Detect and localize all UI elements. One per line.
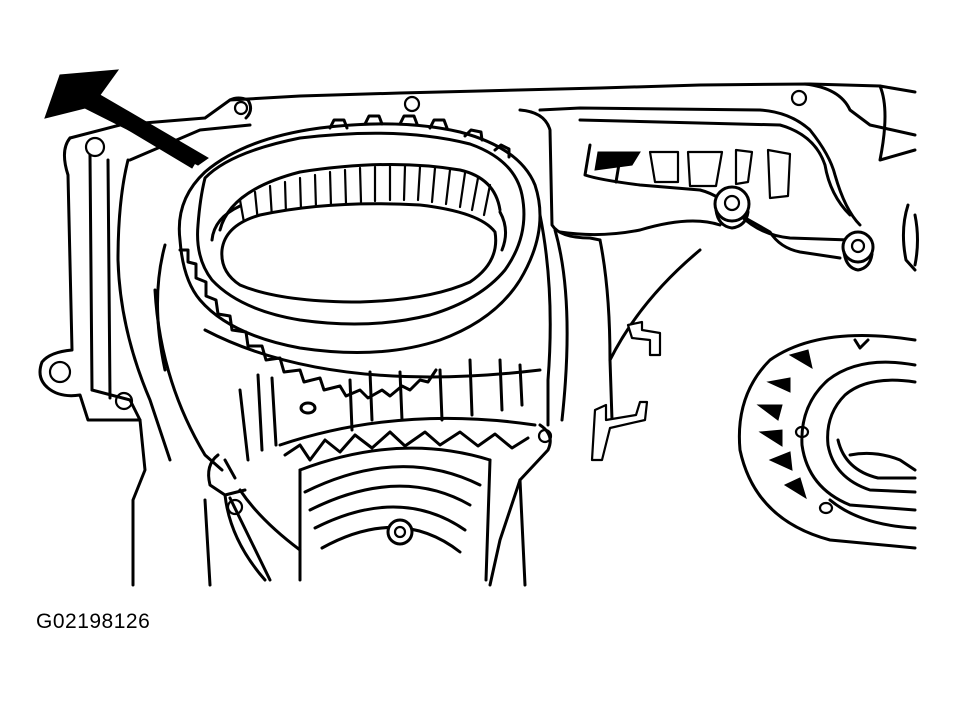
transmission-diagram [38,69,919,587]
ring-gear [177,114,542,400]
line-drawing-svg [38,69,919,587]
case-outer-flange [38,82,917,587]
gear-housing [153,108,722,472]
figure-id-label: G02198126 [36,610,151,633]
right-hub [737,334,917,550]
case-tabs [590,320,662,462]
clutch-drum [203,328,542,582]
right-ribbed-bracket [538,106,919,272]
lower-left-bosses [203,423,553,587]
arrow-pointer-icon [44,69,209,169]
